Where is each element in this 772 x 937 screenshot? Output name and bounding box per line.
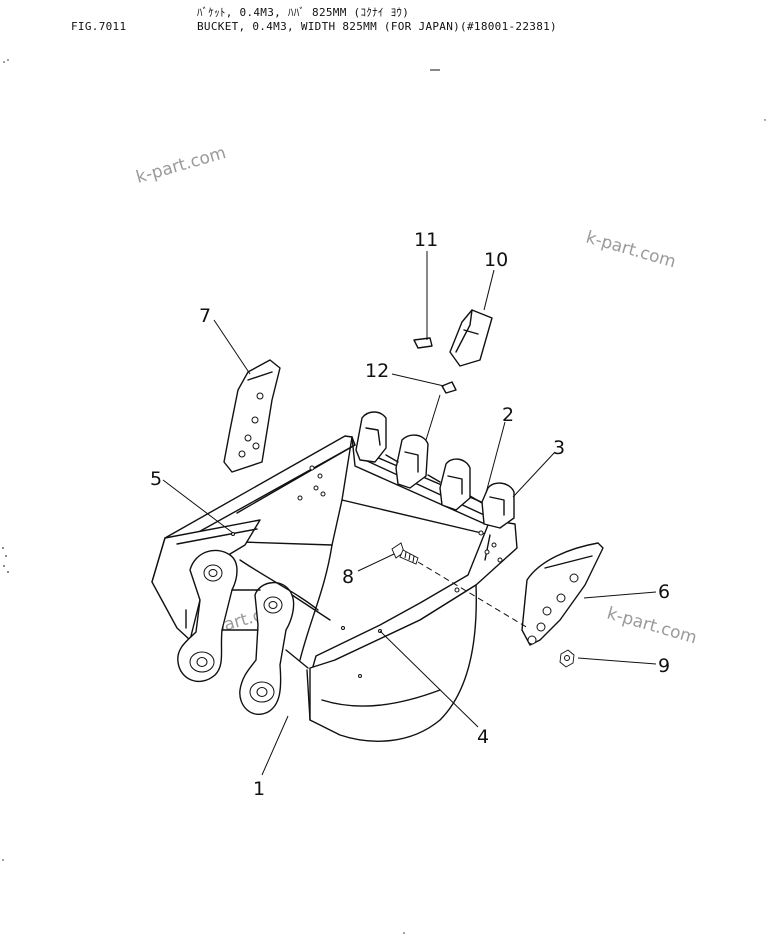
callout-7: 7 [199,305,211,327]
watermark: k-part.com [584,228,678,273]
side-cutter-right [521,542,604,646]
callout-3: 3 [553,437,565,459]
callout-5: 5 [150,468,162,490]
figure-number: FIG.7011 [71,20,127,33]
callout-10: 10 [484,249,508,271]
callout-6: 6 [658,581,670,603]
bucket-body [151,435,518,742]
tooth-point [449,309,493,367]
watermark: k-part.com [605,604,699,649]
lock-pin [413,337,433,349]
rubber-lock [441,381,457,394]
callout-11: 11 [414,229,438,251]
callout-12: 12 [365,360,389,382]
callout-2: 2 [502,404,514,426]
title-english: BUCKET, 0.4M3, WIDTH 825MM (FOR JAPAN)(#… [197,20,557,33]
leader-lines [162,251,657,776]
assembly-line [417,561,529,629]
watermark: k-part.com [134,143,228,188]
bolt [391,542,419,565]
scan-specks [2,59,766,934]
side-cutter-left [223,359,281,473]
callout-4: 4 [477,726,489,748]
title-japanese: ﾊﾞｹｯﾄ, 0.4M3, ﾊﾊﾞ 825MM (ｺｸﾅｲ ﾖｳ) [197,6,410,19]
callout-8: 8 [342,566,354,588]
bucket-teeth [355,411,515,529]
nut [559,649,575,668]
callout-9: 9 [658,655,670,677]
callout-1: 1 [253,778,265,800]
